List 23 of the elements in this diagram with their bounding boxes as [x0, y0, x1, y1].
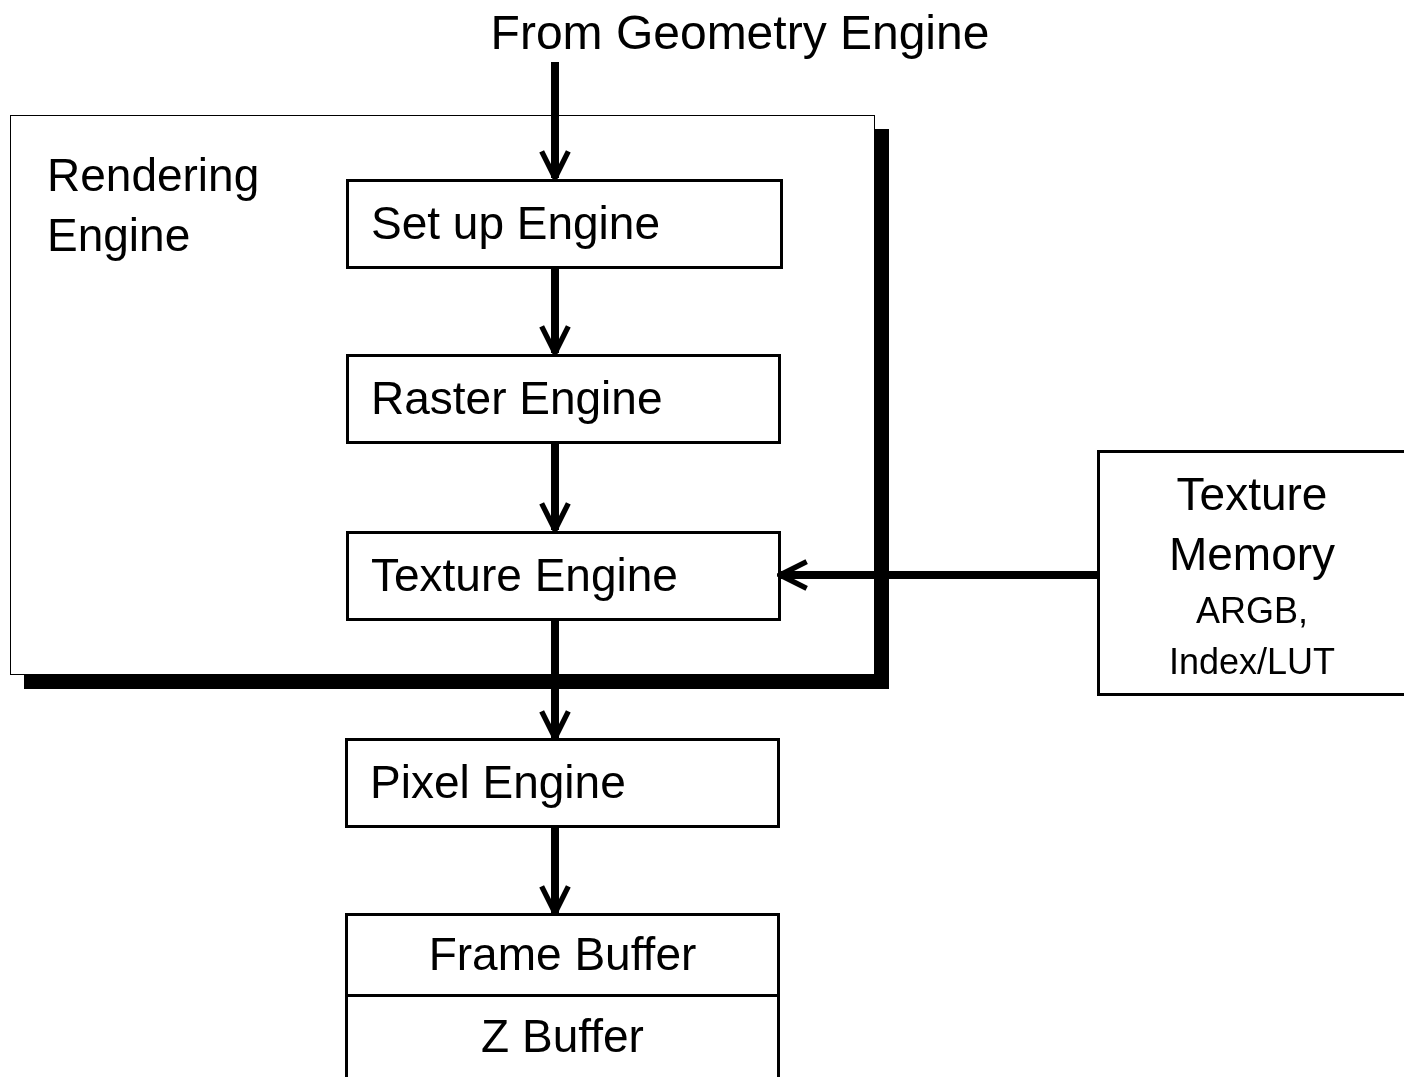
source-label: From Geometry Engine	[440, 4, 1040, 62]
process-box	[346, 531, 781, 621]
buffer-box	[345, 913, 780, 997]
box-label: Pixel Engine	[370, 755, 627, 811]
arrow	[539, 268, 571, 356]
arrow	[539, 828, 571, 916]
box-label: Set up Engine	[371, 196, 661, 252]
panel-title: Rendering Engine	[47, 148, 261, 263]
buffer-box	[345, 994, 780, 1077]
process-box	[345, 738, 780, 828]
process-box	[346, 354, 781, 444]
arrow	[539, 620, 571, 741]
box-label: Frame Buffer	[428, 927, 697, 983]
box-label: Z Buffer	[481, 1009, 644, 1065]
process-box	[346, 179, 783, 269]
arrow	[777, 559, 1097, 591]
box-label: Raster Engine	[371, 371, 664, 427]
box-label: Texture Engine	[371, 548, 679, 604]
arrow	[539, 443, 571, 533]
memory-title: Texture Memory	[1167, 467, 1337, 582]
memory-format-text: ARGB, Index/LUT	[1167, 588, 1337, 684]
arrow	[539, 62, 571, 181]
memory-box	[1097, 450, 1404, 696]
